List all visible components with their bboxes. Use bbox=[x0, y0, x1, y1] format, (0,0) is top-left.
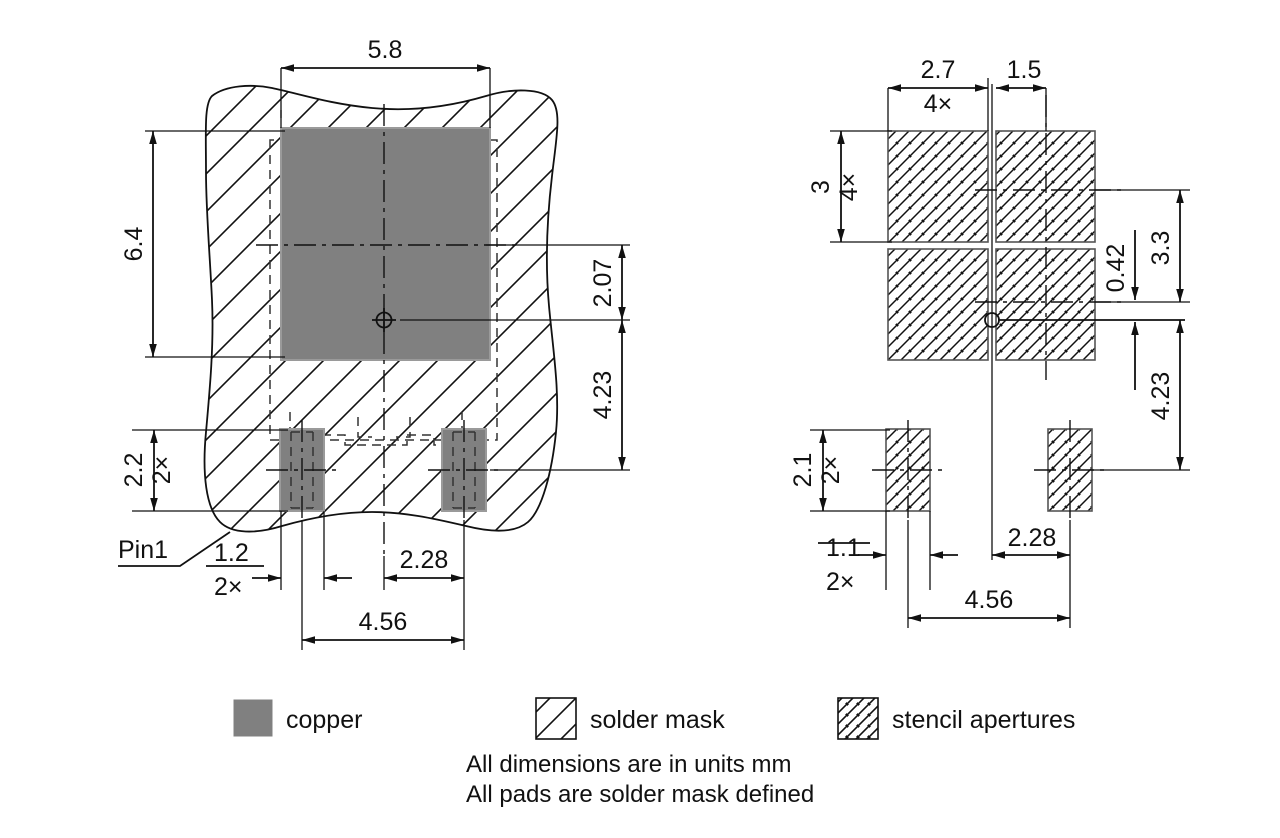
dim-2p07: 2.07 bbox=[400, 244, 630, 321]
pin1-label: Pin1 bbox=[118, 536, 168, 564]
pin1-leader-line bbox=[118, 531, 231, 567]
dimtext-1p2-qty: 2× bbox=[214, 573, 243, 601]
pin1-leader: Pin1 bbox=[118, 531, 231, 567]
dimtext-2p1: 2.1 bbox=[789, 453, 817, 488]
dimtext-1p1: 1.1 bbox=[826, 534, 861, 562]
dim-3p3: 3.3 bbox=[1095, 189, 1190, 303]
solder-mask-outline bbox=[203, 84, 559, 533]
legend-label-stencil: stencil apertures bbox=[892, 706, 1075, 734]
dim-2p7: 2.7 4× bbox=[887, 56, 989, 131]
dimtext-2p2-qty: 2× bbox=[148, 456, 176, 485]
dimtext-1p1-qty: 2× bbox=[826, 568, 855, 596]
dim-4p23-right-view: 4.23 bbox=[1092, 320, 1190, 471]
dimtext-4p56: 4.56 bbox=[359, 608, 408, 636]
dim-1p5: 1.5 bbox=[996, 56, 1047, 131]
dimtext-4p23r: 4.23 bbox=[1147, 372, 1175, 421]
legend-group: copper solder mask stencil apertures All… bbox=[233, 697, 1075, 808]
right-view-group: 2.7 4× 1.5 3 4× 3.3 0.42 bbox=[789, 56, 1190, 628]
dimtext-3-qty: 4× bbox=[835, 173, 863, 202]
center-dash-left bbox=[357, 417, 372, 438]
dimtext-2p28r: 2.28 bbox=[1008, 524, 1057, 552]
origin-marker-left bbox=[372, 308, 396, 332]
die-bottom-notched-outline bbox=[289, 412, 463, 446]
dimtext-2p28: 2.28 bbox=[400, 546, 449, 574]
legend-swatch-stencil bbox=[837, 697, 879, 740]
dim-2p2: 2.2 2× bbox=[120, 429, 288, 512]
legend-label-copper: copper bbox=[286, 706, 362, 734]
dim-6p4: 6.4 bbox=[120, 130, 285, 358]
origin-marker-right bbox=[984, 312, 1185, 328]
dimtext-4p56r: 4.56 bbox=[965, 586, 1014, 614]
dimtext-5p8: 5.8 bbox=[368, 36, 403, 64]
dimtext-2p07: 2.07 bbox=[589, 259, 617, 308]
dim-1p1: 1.1 2× bbox=[818, 511, 958, 596]
left-view-group: 5.8 6.4 2.07 4.23 2.2 2× bbox=[118, 36, 630, 650]
dimtext-1p5: 1.5 bbox=[1007, 56, 1042, 84]
dimtext-3p3: 3.3 bbox=[1147, 231, 1175, 266]
legend-swatch-copper bbox=[233, 699, 273, 737]
dim-4p23-left-view: 4.23 bbox=[490, 320, 630, 471]
dimtext-2p7-qty: 4× bbox=[924, 90, 953, 118]
note-line-1: All dimensions are in units mm bbox=[466, 751, 791, 778]
center-dash-right bbox=[396, 417, 411, 438]
dim-5p8: 5.8 bbox=[280, 36, 491, 128]
dim-3: 3 4× bbox=[807, 130, 892, 243]
dim-2p1: 2.1 2× bbox=[789, 429, 890, 512]
dimtext-2p7: 2.7 bbox=[921, 56, 956, 84]
stencil-aperture-bottom-left bbox=[887, 248, 989, 361]
dim-2p28-right-view: 2.28 bbox=[992, 520, 1071, 570]
dim-4p56-left-view: 4.56 bbox=[301, 520, 465, 650]
legend-label-solder-mask: solder mask bbox=[590, 706, 725, 734]
dimtext-0p42: 0.42 bbox=[1102, 244, 1130, 293]
note-line-2: All pads are solder mask defined bbox=[466, 781, 814, 808]
dimtext-3: 3 bbox=[807, 180, 835, 194]
copper-pad-thermal bbox=[280, 127, 491, 361]
dimtext-4p23: 4.23 bbox=[589, 371, 617, 420]
dimtext-2p2: 2.2 bbox=[120, 453, 148, 488]
dimtext-1p2: 1.2 bbox=[214, 539, 249, 567]
dimtext-6p4: 6.4 bbox=[120, 227, 148, 262]
dim-1p2: 1.2 2× bbox=[206, 511, 352, 601]
stencil-aperture-top-left bbox=[887, 130, 989, 243]
dim-4p56-right-view: 4.56 bbox=[907, 520, 1071, 628]
dim-2p28-left-view: 2.28 bbox=[383, 520, 465, 590]
legend-swatch-solder-mask bbox=[535, 697, 577, 740]
dim-0p42: 0.42 bbox=[1102, 230, 1139, 390]
dimtext-2p1-qty: 2× bbox=[817, 456, 845, 485]
